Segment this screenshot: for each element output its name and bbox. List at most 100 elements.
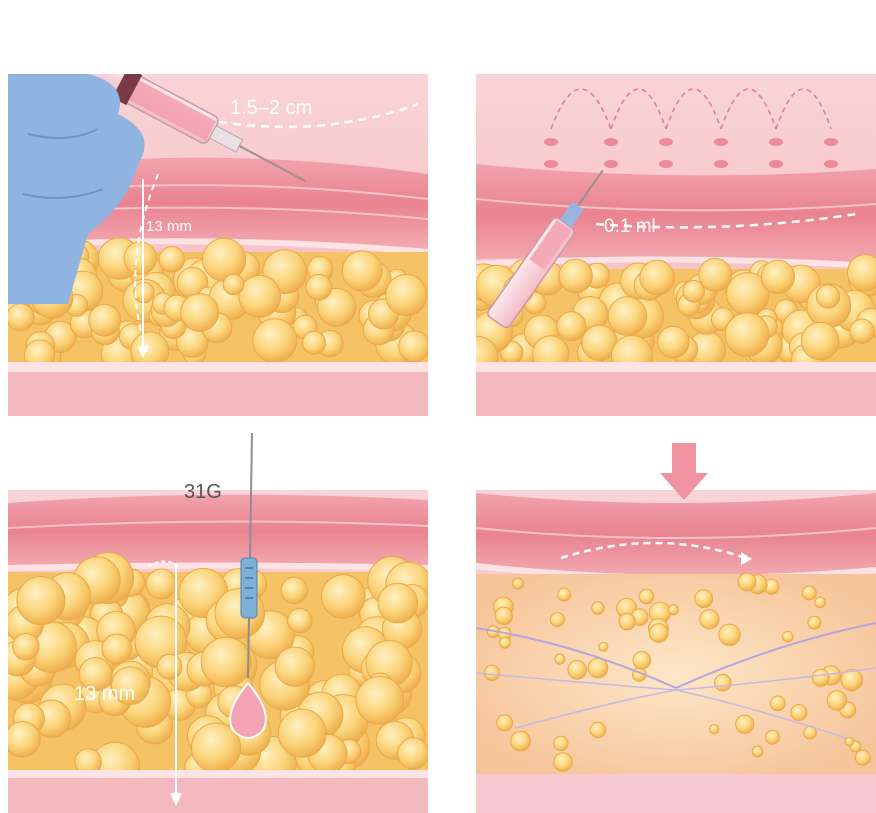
injection-point: [659, 138, 673, 146]
injection-point: [604, 138, 618, 146]
fat-cell: [554, 736, 568, 750]
fat-cell: [17, 577, 65, 625]
injection-point: [824, 160, 838, 168]
fat-cell: [801, 322, 839, 360]
fat-cell: [715, 674, 732, 691]
microinjection-illustration: 0.1 ml: [476, 74, 876, 416]
fat-cell: [201, 637, 251, 687]
fat-cell: [700, 610, 719, 629]
fat-cell: [399, 331, 428, 362]
fat-cell: [568, 661, 587, 680]
fat-cell: [557, 312, 586, 341]
muscle-layer: [8, 778, 428, 813]
panel-microinjections: 0.1 ml: [476, 74, 876, 416]
fat-cell: [815, 597, 826, 608]
fat-cell: [223, 274, 244, 295]
fat-cell: [356, 677, 404, 725]
muscle-layer: [476, 774, 876, 813]
fat-cell: [321, 575, 365, 619]
fat-cell: [495, 607, 512, 624]
fat-cell: [306, 274, 332, 300]
fat-cell: [783, 631, 794, 642]
fat-cell: [802, 586, 816, 600]
gauge-label: 31G: [184, 481, 222, 503]
fat-cell: [608, 297, 647, 336]
fat-cell: [511, 731, 531, 751]
fat-cell: [398, 738, 428, 769]
fat-cell: [725, 313, 769, 357]
fat-cell: [8, 722, 40, 757]
fat-cell: [649, 624, 668, 643]
fat-cell: [124, 242, 157, 275]
fat-cell: [102, 634, 132, 664]
fat-cell: [719, 624, 740, 645]
fat-cell: [288, 609, 312, 633]
injection-point: [769, 138, 783, 146]
fat-cell: [791, 705, 807, 721]
fat-cell: [850, 319, 874, 343]
fat-cell: [203, 238, 246, 281]
fat-cell: [278, 709, 326, 757]
injection-point: [714, 138, 728, 146]
injection-point: [714, 160, 728, 168]
fat-cell: [633, 652, 651, 670]
fat-cell: [342, 251, 382, 291]
panel-injection-angle: 1.5–2 cm 13 mm: [8, 74, 428, 416]
fat-cell: [386, 274, 427, 315]
fat-cell: [588, 658, 608, 678]
fat-cell: [640, 260, 674, 294]
fat-cell: [555, 654, 565, 664]
injection-point: [769, 160, 783, 168]
injection-angle-illustration: 1.5–2 cm 13 mm: [8, 74, 428, 416]
depth-label: 13 mm: [74, 683, 135, 705]
fat-cell: [157, 654, 182, 679]
fat-cell: [710, 725, 719, 734]
fat-cell: [239, 275, 281, 317]
needle-gauge-illustration: 31G 13 mm: [8, 428, 428, 813]
fat-cell: [827, 691, 846, 710]
fat-cell: [378, 583, 418, 623]
fat-cell: [619, 614, 635, 630]
fat-cell: [658, 326, 690, 358]
fat-cell: [275, 647, 314, 686]
fat-cell: [559, 259, 592, 292]
fat-cell: [699, 258, 732, 291]
fat-cell: [513, 578, 524, 589]
dermis-layer: [8, 495, 428, 568]
fat-cell: [13, 634, 39, 660]
fat-cell: [770, 696, 785, 711]
fat-cell: [253, 319, 297, 363]
fat-cell: [695, 590, 713, 608]
dermis-layer: [476, 493, 876, 577]
injection-point: [544, 138, 558, 146]
injection-point: [544, 160, 558, 168]
muscle-layer: [8, 372, 428, 416]
fat-cell: [639, 589, 654, 604]
depth-label: 13 mm: [146, 218, 192, 235]
fat-cell: [752, 746, 763, 757]
fat-cell: [738, 573, 756, 591]
fat-cell: [736, 715, 754, 733]
fat-cell: [816, 285, 839, 308]
fat-cell: [855, 750, 870, 765]
fat-cell: [181, 294, 219, 332]
fat-cell: [590, 722, 605, 737]
fat-cell: [554, 753, 572, 771]
result-illustration: [476, 428, 876, 813]
fat-cell: [812, 669, 829, 686]
fat-cell: [761, 260, 794, 293]
fat-cell: [808, 616, 821, 629]
injection-point: [824, 138, 838, 146]
fat-cell: [592, 602, 604, 614]
fat-cell: [845, 737, 853, 745]
fat-cell: [89, 304, 121, 336]
fat-cell: [766, 730, 780, 744]
distance-label: 1.5–2 cm: [230, 97, 312, 119]
fat-cell: [159, 247, 184, 272]
fat-cell: [497, 715, 513, 731]
fat-cell: [550, 613, 564, 627]
panel-result: [476, 428, 876, 813]
fat-cell: [146, 569, 176, 599]
fat-cell: [599, 642, 608, 651]
fat-cell: [303, 331, 326, 354]
